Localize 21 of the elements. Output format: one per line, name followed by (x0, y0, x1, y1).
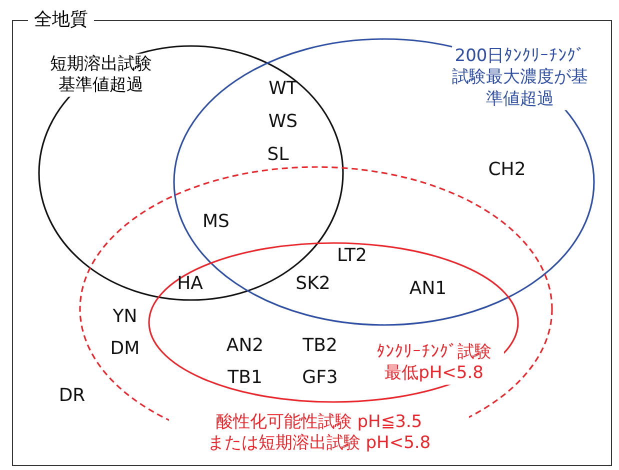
sample-code: CH2 (488, 161, 526, 179)
sample-code: WS (268, 113, 298, 131)
frame-title: 全地質 (28, 8, 94, 32)
sample-code: AN1 (409, 280, 447, 298)
sample-code: SL (267, 146, 289, 164)
set-label: 200日ﾀﾝｸﾘｰﾁﾝｸﾞ試験最大濃度が基準値超過 (452, 46, 588, 110)
sample-code: DM (110, 340, 140, 358)
sample-code: SK2 (296, 275, 330, 293)
set-ellipse (148, 242, 519, 403)
set-ellipse (173, 38, 595, 326)
set-label: 酸性化可能性試験 pH≦3.5または短期溶出試験 pH<5.8 (169, 412, 469, 454)
sample-code: GF3 (302, 369, 338, 387)
sample-code: TB2 (302, 337, 338, 355)
sample-code: YN (112, 308, 138, 326)
sample-code: LT2 (337, 247, 367, 265)
sample-code: AN2 (226, 337, 264, 355)
sample-code: HA (177, 275, 203, 293)
sample-code: DR (58, 387, 86, 405)
sample-code: WT (268, 80, 298, 98)
sample-code: TB1 (228, 369, 262, 387)
sample-code: MS (202, 213, 230, 231)
